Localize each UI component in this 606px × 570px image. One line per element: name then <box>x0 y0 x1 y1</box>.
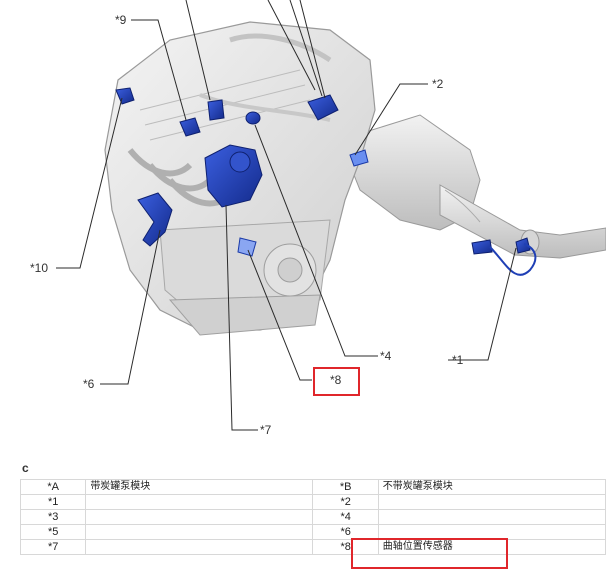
callout-7: *7 <box>260 423 272 437</box>
callout-4: *4 <box>380 349 392 363</box>
legend-section-letter: c <box>22 461 29 475</box>
legend-desc: 不带炭罐泵模块 <box>377 479 606 495</box>
engine-diagram <box>56 0 606 431</box>
legend-desc <box>85 509 314 525</box>
legend-desc <box>377 524 606 540</box>
legend-table: *A 带炭罐泵模块 *B 不带炭罐泵模块 *1 *2 *3 *4 *5 *6 *… <box>19 479 606 555</box>
legend-desc <box>377 509 606 525</box>
legend-desc <box>85 494 314 510</box>
callout-8: *8 <box>330 373 342 387</box>
legend-row: *3 *4 <box>19 509 606 525</box>
legend-row: *1 *2 <box>19 494 606 510</box>
component-blue-parts <box>115 87 537 276</box>
legend-desc <box>377 494 606 510</box>
legend-desc <box>85 524 314 540</box>
legend-code: *7 <box>19 539 87 555</box>
callout-2: *2 <box>432 77 444 91</box>
legend-desc: 带炭罐泵模块 <box>85 479 314 495</box>
legend-code: *4 <box>312 509 379 525</box>
exhaust-system <box>339 114 606 259</box>
legend-code: *1 <box>19 494 87 510</box>
legend-code: *6 <box>312 524 379 540</box>
legend-code: *B <box>312 479 379 495</box>
legend-row: *7 *8 曲轴位置传感器 <box>19 539 606 555</box>
legend-code: *5 <box>19 524 87 540</box>
legend-code: *3 <box>19 509 87 525</box>
leader-lines <box>56 0 517 431</box>
legend-code: *2 <box>312 494 379 510</box>
legend-desc <box>85 539 314 555</box>
legend-code: *8 <box>312 539 379 555</box>
legend-desc: 曲轴位置传感器 <box>377 539 606 555</box>
legend-code: *A <box>19 479 87 495</box>
callout-1: *1 <box>452 353 464 367</box>
callout-6: *6 <box>83 377 95 391</box>
legend-row: *5 *6 <box>19 524 606 540</box>
legend-row: *A 带炭罐泵模块 *B 不带炭罐泵模块 <box>19 479 606 495</box>
callout-10: *10 <box>30 261 49 275</box>
callout-9: *9 <box>115 13 127 27</box>
